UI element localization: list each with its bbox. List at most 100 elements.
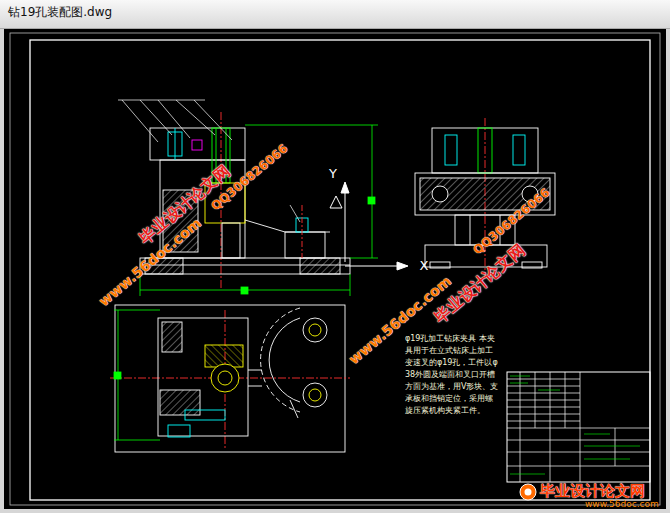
title-block-part-part bbox=[510, 474, 545, 475]
front-view-part bbox=[140, 258, 350, 274]
top-view-part bbox=[248, 370, 262, 371]
front-view-part bbox=[150, 128, 245, 160]
title-block-part bbox=[565, 372, 566, 428]
top-view-part bbox=[158, 318, 248, 436]
site-logo-icon-part bbox=[520, 484, 536, 500]
front-view-part-part bbox=[368, 197, 375, 204]
title-block-part bbox=[580, 372, 581, 482]
window-title-bar: 钻19孔装配图.dwg bbox=[0, 0, 670, 29]
side-view bbox=[415, 118, 555, 276]
title-block-part bbox=[520, 372, 521, 482]
title-block-part bbox=[507, 414, 580, 415]
title-block-part-part bbox=[510, 376, 530, 377]
side-view-part bbox=[470, 215, 471, 245]
front-view-part-part bbox=[241, 287, 248, 294]
model-space bbox=[4, 29, 666, 509]
top-view-part-part bbox=[114, 310, 160, 311]
top-view bbox=[110, 305, 350, 452]
model-space-part bbox=[4, 29, 666, 509]
top-view-part bbox=[114, 310, 160, 440]
title-block-part bbox=[507, 421, 580, 422]
site-logo-icon-part bbox=[525, 489, 532, 496]
title-block-part bbox=[510, 376, 640, 474]
ucs-axes-part bbox=[397, 262, 408, 270]
title-block-part bbox=[507, 379, 580, 380]
top-view-part bbox=[168, 425, 190, 437]
side-view-part bbox=[513, 135, 525, 165]
top-view-part bbox=[269, 318, 300, 402]
title-block-part bbox=[615, 428, 616, 466]
title-block bbox=[507, 372, 650, 482]
title-block-part bbox=[507, 386, 580, 387]
front-view-part bbox=[175, 128, 176, 160]
front-view-part bbox=[300, 258, 340, 274]
front-view-part-part bbox=[140, 100, 172, 135]
title-block-part bbox=[507, 452, 650, 453]
title-block-part bbox=[507, 466, 650, 467]
top-view-part bbox=[218, 371, 232, 385]
front-view-part-part bbox=[176, 100, 215, 135]
side-view-part bbox=[478, 128, 492, 173]
ucs-axes-part bbox=[330, 196, 342, 208]
top-view-part bbox=[248, 386, 262, 387]
front-view-part-part bbox=[194, 100, 232, 140]
title-block-part bbox=[507, 428, 650, 429]
front-view-part-part bbox=[290, 205, 300, 222]
ucs-axes bbox=[330, 182, 408, 270]
front-view-part bbox=[285, 232, 325, 258]
front-view-part bbox=[302, 205, 303, 258]
title-block-part bbox=[550, 372, 551, 482]
model-space-part bbox=[30, 40, 650, 500]
top-view-part-part bbox=[114, 372, 121, 379]
title-block-part-part bbox=[538, 390, 560, 391]
window-title: 钻19孔装配图.dwg bbox=[8, 6, 112, 20]
front-view-part bbox=[245, 220, 330, 232]
side-view-part bbox=[445, 135, 457, 165]
title-block-part-part bbox=[584, 446, 640, 447]
front-view-part-part bbox=[350, 274, 351, 296]
top-view-part-part bbox=[114, 440, 160, 441]
top-view-part bbox=[115, 305, 345, 452]
top-view-part bbox=[309, 389, 321, 401]
front-view-part-part bbox=[350, 258, 378, 259]
top-view-part bbox=[162, 322, 182, 352]
title-block-part bbox=[535, 372, 536, 428]
side-view-part bbox=[522, 262, 542, 268]
ucs-axes-part bbox=[345, 266, 400, 267]
top-view-part bbox=[160, 390, 200, 415]
side-view-part bbox=[432, 186, 448, 202]
drawing-note: φ19孔加工钻床夹具 本夹具用于在立式钻床上加工变速叉的φ19孔，工件以φ38外… bbox=[405, 333, 500, 417]
front-view-part bbox=[192, 140, 202, 150]
top-view-part bbox=[290, 400, 298, 418]
front-view-part-part bbox=[372, 125, 373, 258]
top-view-part bbox=[303, 318, 327, 342]
site-logo: 毕业设计论文网 bbox=[540, 483, 645, 500]
axis-label: Y bbox=[329, 167, 337, 182]
top-view-part bbox=[185, 410, 225, 420]
side-view-part bbox=[432, 128, 538, 173]
title-block-part bbox=[507, 407, 580, 408]
site-url: www.56doc.com bbox=[585, 499, 659, 509]
top-view-part bbox=[309, 324, 321, 336]
title-block-part bbox=[507, 393, 580, 394]
model-space-part bbox=[10, 33, 660, 505]
title-block-part-part bbox=[510, 383, 528, 384]
front-view-part-part bbox=[158, 100, 190, 138]
axis-label: X bbox=[420, 259, 429, 274]
ucs-axes-part bbox=[345, 188, 346, 262]
title-block-part-part bbox=[584, 434, 610, 435]
site-logo-icon bbox=[520, 484, 536, 500]
top-view-part bbox=[303, 383, 327, 407]
front-view-part-part bbox=[245, 125, 378, 126]
top-view-part bbox=[261, 308, 300, 412]
front-view-part-part bbox=[122, 100, 158, 142]
front-view-part-part bbox=[118, 100, 205, 101]
front-view-part bbox=[222, 223, 240, 258]
title-block-part bbox=[507, 372, 650, 482]
top-view-part bbox=[211, 364, 239, 392]
title-block-part bbox=[507, 440, 650, 441]
front-view-part bbox=[118, 100, 300, 222]
ucs-axes-part bbox=[341, 182, 349, 193]
